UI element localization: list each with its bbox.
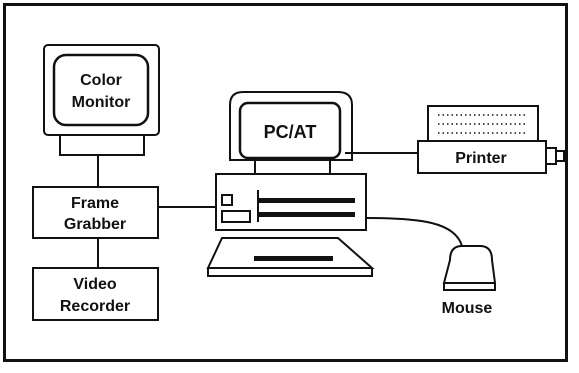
- mouse-label: Mouse: [442, 300, 493, 317]
- printer-label: Printer: [455, 150, 507, 167]
- video-recorder-label-line2: Recorder: [60, 298, 130, 315]
- color-monitor-label-line2: Monitor: [72, 94, 131, 111]
- frame-grabber-label-line1: Frame: [71, 195, 119, 212]
- mouse: [444, 246, 495, 290]
- video-recorder-label-line1: Video: [73, 276, 117, 293]
- mouse-cable: [366, 218, 462, 246]
- frame-grabber-label-line2: Grabber: [64, 216, 126, 233]
- color-monitor-label-line1: Color: [80, 72, 122, 89]
- pc-label: PC/AT: [264, 122, 317, 142]
- keyboard: [208, 238, 372, 276]
- printer-paper-dots: [438, 115, 528, 133]
- pc-base-unit: [216, 174, 366, 230]
